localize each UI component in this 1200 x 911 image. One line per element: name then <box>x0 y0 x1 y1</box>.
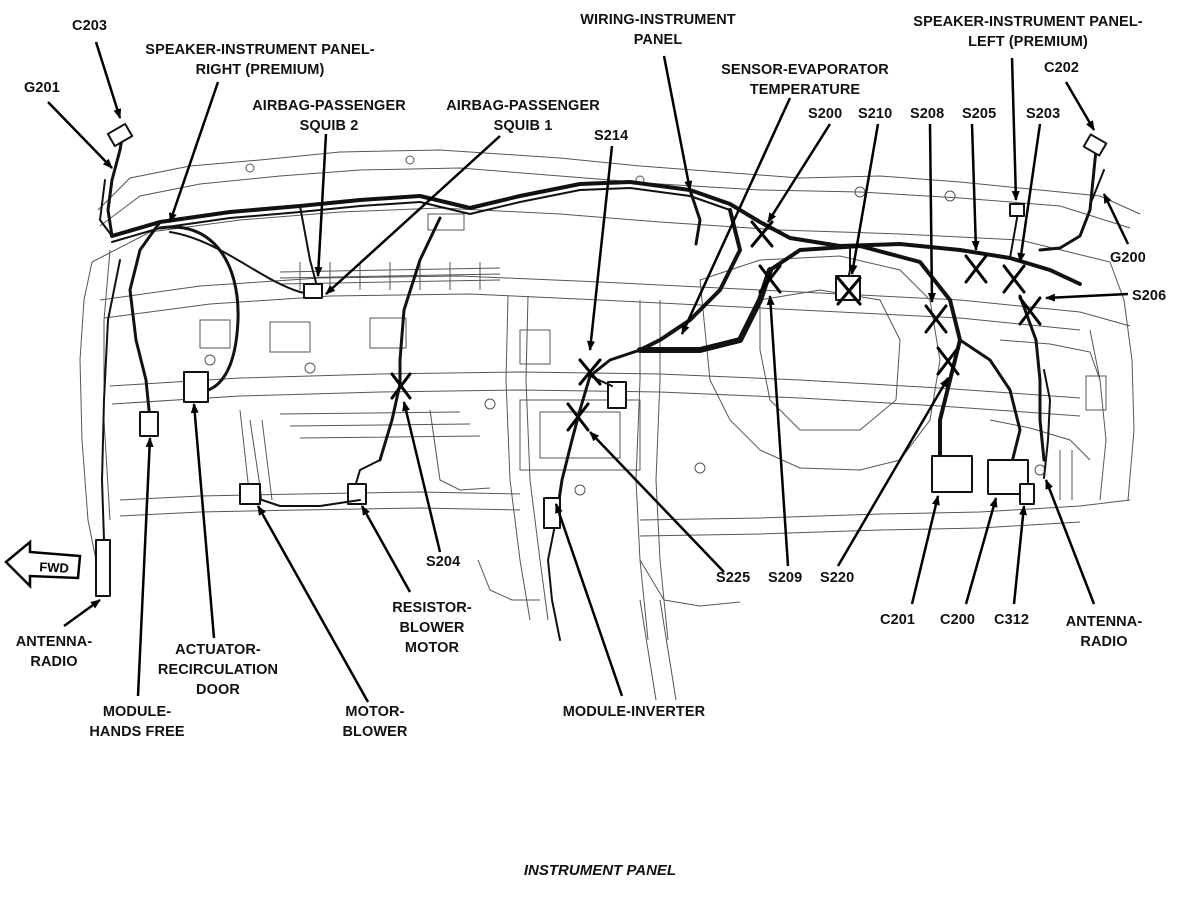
fwd-label: FWD <box>39 559 69 576</box>
label-c312: C312 <box>994 612 1030 628</box>
wiring-harness <box>95 122 1108 641</box>
label-s203: S203 <box>1026 106 1061 122</box>
label-s225: S225 <box>716 570 751 586</box>
splice-s220 <box>936 346 960 376</box>
label-airbag-squib-2: AIRBAG-PASSENGER SQUIB 2 <box>252 98 406 134</box>
splice-s204 <box>390 372 412 400</box>
leader-squib2 <box>314 133 328 277</box>
label-s200: S200 <box>808 106 843 122</box>
leader-c203 <box>94 41 122 119</box>
label-sensor-evaporator: SENSOR-EVAPORATOR TEMPERATURE <box>721 62 889 98</box>
label-motor-blower: MOTOR- BLOWER <box>342 704 408 740</box>
splice-s200 <box>750 220 774 248</box>
splice-s208 <box>924 304 948 334</box>
leader-actuator <box>190 403 216 639</box>
fwd-arrow-icon: FWD <box>4 539 82 590</box>
label-actuator-recirculation-door: ACTUATOR- RECIRCULATION DOOR <box>157 642 279 698</box>
label-airbag-squib-1: AIRBAG-PASSENGER SQUIB 1 <box>446 98 600 134</box>
leader-c202 <box>1064 81 1096 131</box>
label-g201: G201 <box>24 80 60 96</box>
leader-s200 <box>766 123 832 223</box>
leader-s210 <box>849 123 880 275</box>
leader-g201 <box>47 101 113 169</box>
leader-wiring-ip <box>662 55 693 191</box>
label-module-inverter: MODULE-INVERTER <box>562 704 706 720</box>
label-c202: C202 <box>1044 60 1080 76</box>
label-c203: C203 <box>72 18 108 34</box>
splice-s225 <box>566 402 590 432</box>
leader-antenna-left <box>63 598 101 628</box>
leader-module-inverter <box>554 503 624 697</box>
leader-antenna-right <box>1044 479 1096 605</box>
leader-s206 <box>1045 292 1129 302</box>
leader-sensor-evap <box>680 97 792 335</box>
splice-s210 <box>836 276 862 306</box>
splice-s203 <box>1002 264 1026 294</box>
leader-squib1 <box>325 135 501 295</box>
label-s210: S210 <box>858 106 893 122</box>
splice-s214 <box>578 358 602 386</box>
label-s209: S209 <box>768 570 803 586</box>
label-antenna-radio-left: ANTENNA- RADIO <box>15 634 93 670</box>
leader-s205 <box>970 123 980 251</box>
leader-resistor-blower <box>360 505 412 593</box>
label-s205: S205 <box>962 106 997 122</box>
leader-s220 <box>836 377 950 567</box>
label-c201: C201 <box>880 612 916 628</box>
leader-module-hands-free <box>136 437 154 697</box>
label-speaker-left: SPEAKER-INSTRUMENT PANEL- LEFT (PREMIUM) <box>913 14 1143 50</box>
leader-g200 <box>1102 193 1130 245</box>
leader-s204 <box>402 401 442 553</box>
splice-s209 <box>758 264 782 294</box>
leader-motor-blower <box>256 505 370 703</box>
leader-speaker-left <box>1010 57 1020 201</box>
splice-markers <box>390 220 1042 432</box>
leader-s214 <box>586 145 614 351</box>
label-wiring-instrument-panel: WIRING-INSTRUMENT PANEL <box>580 12 736 48</box>
leader-c200 <box>964 497 998 605</box>
leader-s208 <box>927 123 936 303</box>
label-s214: S214 <box>594 128 629 144</box>
label-speaker-right: SPEAKER-INSTRUMENT PANEL- RIGHT (PREMIUM… <box>145 42 375 78</box>
label-s204: S204 <box>426 554 461 570</box>
label-c200: C200 <box>940 612 976 628</box>
leader-speaker-right <box>168 81 220 223</box>
splice-s206 <box>1018 296 1042 326</box>
leader-s203 <box>1017 123 1042 263</box>
leader-c201 <box>910 495 940 605</box>
leader-lines <box>47 41 1130 703</box>
label-s220: S220 <box>820 570 855 586</box>
figure-caption: INSTRUMENT PANEL <box>523 862 677 879</box>
label-resistor-blower-motor: RESISTOR- BLOWER MOTOR <box>392 600 472 656</box>
leader-c312 <box>1012 505 1028 605</box>
leader-s209 <box>766 295 790 567</box>
label-module-hands-free: MODULE- HANDS FREE <box>89 704 185 740</box>
splice-s205 <box>964 254 988 284</box>
label-s208: S208 <box>910 106 945 122</box>
label-antenna-radio-right: ANTENNA- RADIO <box>1065 614 1143 650</box>
label-s206: S206 <box>1132 288 1167 304</box>
panel-structure <box>79 149 1141 701</box>
label-g200: G200 <box>1110 250 1146 266</box>
leader-s225 <box>589 431 725 573</box>
